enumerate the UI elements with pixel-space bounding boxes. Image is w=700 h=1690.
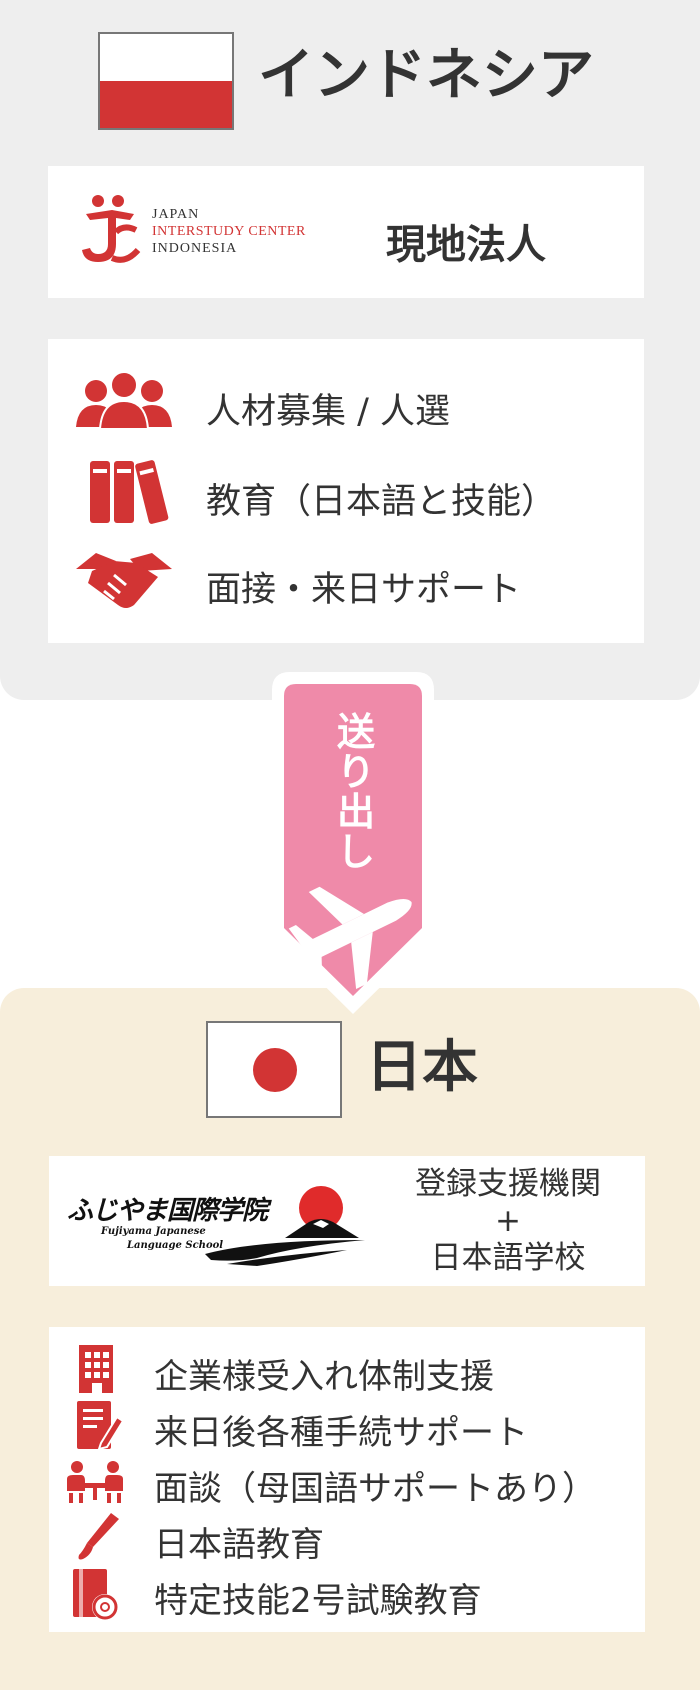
handshake-icon xyxy=(76,553,172,608)
org-label-registered-support: 登録支援機関 xyxy=(415,1166,601,1202)
transfer-label-char: 出 xyxy=(336,790,375,834)
indonesia-services-card: 人材募集 / 人選 教育（日本語と技能） 面接・来日サポート xyxy=(48,339,644,643)
brush-icon xyxy=(78,1513,119,1560)
japan-services-card: 企業様受入れ体制支援 来日後各種手続サポート 面談（母国語サポートあり） xyxy=(49,1327,645,1632)
organization-label: 登録支援機関 + 日本語学校 xyxy=(379,1166,637,1277)
document-pen-icon xyxy=(77,1401,125,1451)
transfer-label-char: り xyxy=(336,750,375,794)
service-row-education: 教育（日本語と技能） xyxy=(48,451,644,531)
jic-logo-icon xyxy=(82,195,141,263)
service-label-interview: 面接・来日サポート xyxy=(206,570,522,610)
service-label-company-support: 企業様受入れ体制支援 xyxy=(154,1357,494,1397)
japan-organization-card: ふじやま国際学院 Fujiyama Japanese Language Scho… xyxy=(49,1156,645,1286)
service-row-procedures: 来日後各種手続サポート xyxy=(49,1397,645,1453)
country-title-indonesia: インドネシア xyxy=(258,43,594,108)
local-corporation-card: JAPAN INTERSTUDY CENTER INDONESIA 現地法人 xyxy=(48,166,644,298)
people-icon xyxy=(76,371,172,430)
service-row-company-support: 企業様受入れ体制支援 xyxy=(49,1341,645,1397)
service-row-recruitment: 人材募集 / 人選 xyxy=(48,361,644,441)
service-row-interview: 面談（母国語サポートあり） xyxy=(49,1453,645,1509)
school-logo-sub1: Fujiyama Japanese xyxy=(101,1226,206,1237)
org-label-language-school: 日本語学校 xyxy=(430,1240,586,1276)
service-row-japanese-education: 日本語教育 xyxy=(49,1509,645,1565)
exam-book-icon xyxy=(73,1569,118,1620)
airplane-icon xyxy=(288,886,412,990)
service-row-interview: 面接・来日サポート xyxy=(48,539,644,619)
service-label-japanese-education: 日本語教育 xyxy=(154,1525,324,1565)
flag-red-stripe xyxy=(100,81,232,128)
service-label-education: 教育（日本語と技能） xyxy=(206,482,557,522)
country-title-japan: 日本 xyxy=(366,1035,478,1100)
meeting-icon xyxy=(67,1461,123,1503)
school-logo-sub2: Language School xyxy=(127,1240,224,1251)
flag-red-sun xyxy=(253,1048,297,1092)
transfer-label-char: 送 xyxy=(336,710,375,754)
indonesia-flag xyxy=(98,32,234,130)
logo-line-japan: JAPAN xyxy=(152,207,200,222)
service-label-interview-native: 面談（母国語サポートあり） xyxy=(154,1469,596,1509)
school-logo-title: ふじやま国際学院 xyxy=(67,1196,268,1226)
local-corporation-label: 現地法人 xyxy=(386,222,546,268)
org-label-plus: + xyxy=(495,1203,521,1239)
logo-line-interstudy: INTERSTUDY CENTER xyxy=(152,224,306,239)
service-label-exam-education: 特定技能2号試験教育 xyxy=(154,1581,482,1621)
service-label-procedures: 来日後各種手続サポート xyxy=(154,1413,528,1453)
mount-fuji-sun-icon xyxy=(205,1186,365,1266)
logo-line-indonesia: INDONESIA xyxy=(152,241,238,256)
books-icon xyxy=(90,460,169,524)
transfer-label: 送 り 出 し xyxy=(336,712,376,872)
japan-flag xyxy=(206,1021,342,1118)
service-label-recruitment: 人材募集 / 人選 xyxy=(206,392,451,432)
building-icon xyxy=(79,1345,113,1393)
service-row-exam-education: 特定技能2号試験教育 xyxy=(49,1565,645,1621)
transfer-label-char: し xyxy=(336,830,375,874)
jic-logo-text: JAPAN INTERSTUDY CENTER INDONESIA xyxy=(152,206,306,257)
